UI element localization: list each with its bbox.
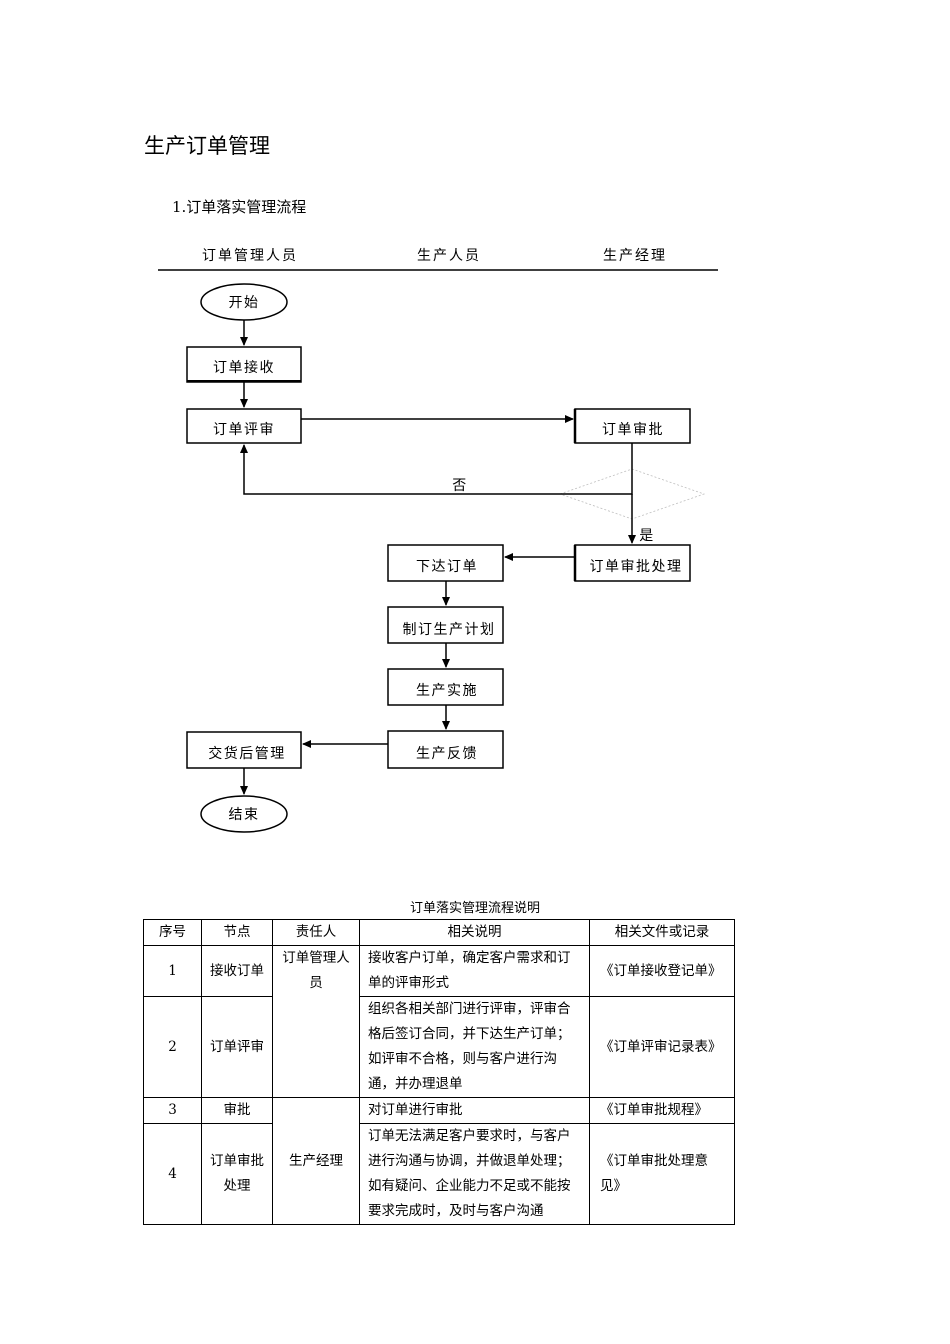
cell-doc: 《订单审批处理意见》: [589, 1123, 735, 1225]
cell-no: 4: [143, 1123, 202, 1225]
yes-label: 是: [639, 528, 655, 544]
table-row: 2 订单评审 组织各相关部门进行评审，评审合格后签订合同，并下达生产订单；如评审…: [143, 996, 735, 1098]
plan-box: [387, 606, 504, 644]
feedback-box: [387, 730, 504, 769]
cell-node: 订单审批处理: [201, 1123, 273, 1225]
execute-box: [387, 668, 504, 706]
end-label: 结束: [229, 807, 260, 823]
cell-node: 审批: [201, 1097, 273, 1124]
receive-box: [186, 346, 302, 383]
review-label: 订单评审: [213, 422, 275, 438]
lane-header-production-staff: 生产人员: [417, 248, 481, 264]
header-note: 相关说明: [359, 919, 590, 946]
cell-note: 订单无法满足客户要求时，与客户进行沟通与协调，并做退单处理；如有疑问、企业能力不…: [359, 1123, 590, 1225]
plan-label: 制订生产计划: [403, 622, 496, 638]
start-label: 开始: [229, 295, 260, 311]
review-box: [186, 408, 302, 444]
table-header-row: 序号 节点 责任人 相关说明 相关文件或记录: [143, 919, 735, 946]
header-node: 节点: [201, 919, 273, 946]
cell-note: 接收客户订单，确定客户需求和订单的评审形式: [359, 945, 590, 997]
approve-process-label: 订单审批处理: [590, 559, 683, 575]
cell-doc: 《订单审批规程》: [589, 1097, 735, 1124]
end-node: [200, 795, 288, 833]
decision-diamond: [558, 468, 706, 520]
cell-no: 3: [143, 1097, 202, 1124]
flowchart: 开始 订单接收 订单评审 订单审批 订单审批处理 下达订单 制订生产计划 生产实…: [158, 269, 718, 833]
table-caption: 订单落实管理流程说明: [409, 901, 540, 916]
lane-header-production-manager: 生产经理: [603, 248, 667, 264]
page-title: 生产订单管理: [144, 134, 270, 158]
cell-doc: 《订单评审记录表》: [589, 996, 735, 1098]
cell-owner: 生产经理: [272, 1097, 360, 1225]
approve-process-box: [574, 544, 691, 582]
issue-box: [387, 544, 504, 582]
cell-note: 对订单进行审批: [359, 1097, 590, 1124]
table-row: 4 订单审批处理 订单无法满足客户要求时，与客户进行沟通与协调，并做退单处理；如…: [143, 1123, 735, 1225]
header-owner: 责任人: [272, 919, 360, 946]
cell-node: 订单评审: [201, 996, 273, 1098]
after-delivery-box: [186, 731, 302, 769]
cell-no: 1: [143, 945, 202, 997]
cell-node: 接收订单: [201, 945, 273, 997]
cell-doc: 《订单接收登记单》: [589, 945, 735, 997]
header-no: 序号: [143, 919, 202, 946]
feedback-label: 生产反馈: [416, 746, 478, 762]
no-label: 否: [452, 478, 468, 494]
cell-no: 2: [143, 996, 202, 1098]
issue-label: 下达订单: [416, 559, 478, 575]
arrow-no-back-to-review: [240, 443, 633, 495]
approve-label: 订单审批: [602, 422, 664, 438]
receive-label: 订单接收: [213, 359, 275, 376]
lane-header-order-staff: 订单管理人员: [202, 248, 298, 264]
table-row: 3 审批 生产经理 对订单进行审批 《订单审批规程》: [143, 1097, 735, 1225]
process-description-table: 序号 节点 责任人 相关说明 相关文件或记录 1 接收订单 订单管理人员 接收客…: [143, 919, 735, 1225]
section-heading: 1.订单落实管理流程: [172, 198, 307, 216]
execute-label: 生产实施: [416, 683, 478, 699]
approve-box: [574, 408, 691, 444]
header-doc: 相关文件或记录: [589, 919, 735, 946]
after-delivery-label: 交货后管理: [208, 745, 286, 762]
cell-owner: 订单管理人员: [272, 945, 360, 1098]
table-row: 1 接收订单 订单管理人员 接收客户订单，确定客户需求和订单的评审形式 《订单接…: [143, 945, 735, 1098]
cell-note: 组织各相关部门进行评审，评审合格后签订合同，并下达生产订单；如评审不合格，则与客…: [359, 996, 590, 1098]
